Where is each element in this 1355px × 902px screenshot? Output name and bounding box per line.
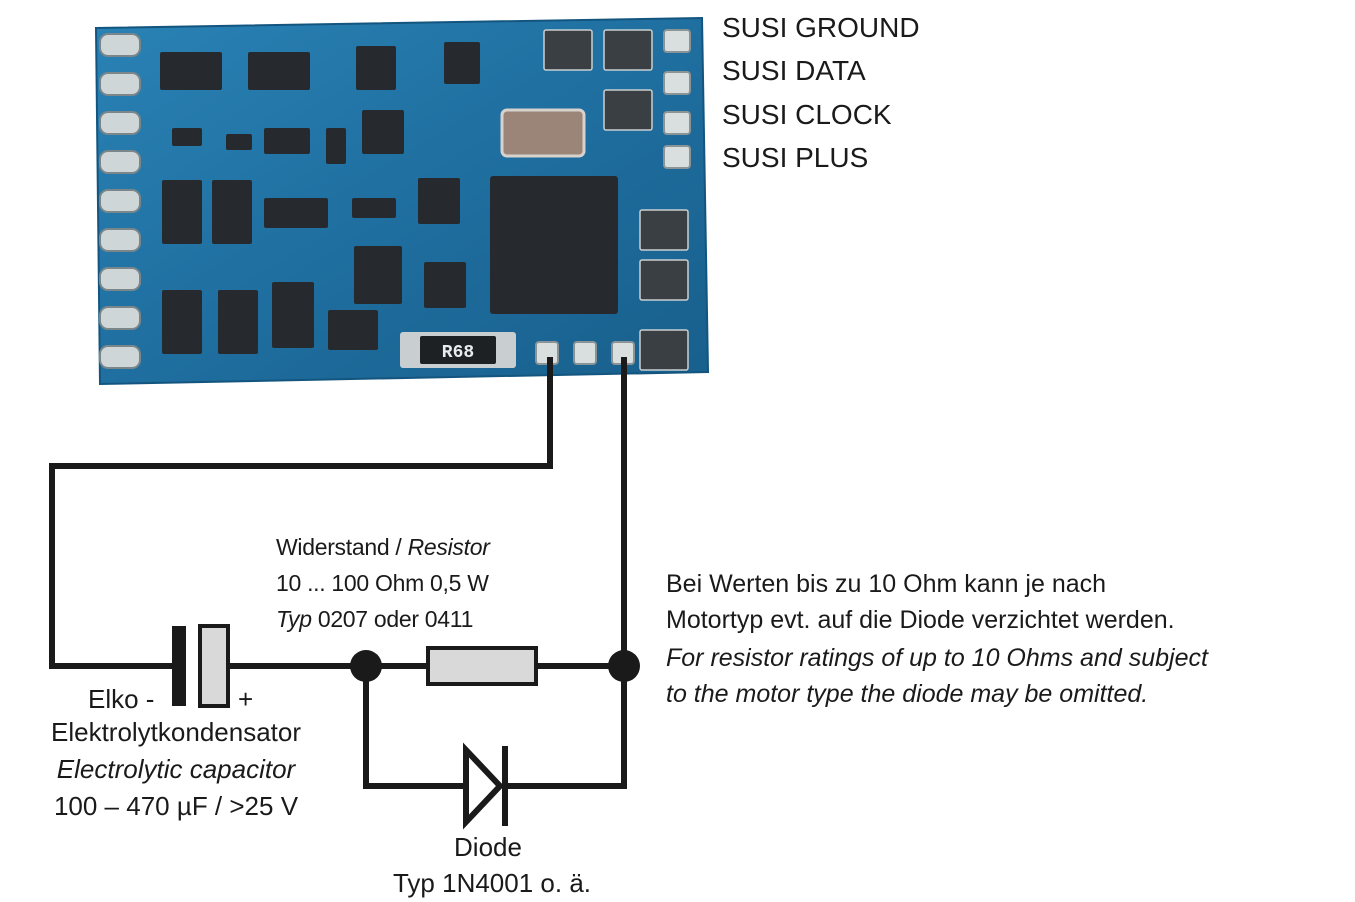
capacitor-name-en: Electrolytic capacitor: [56, 754, 296, 784]
wire-left-loop: [49, 357, 553, 669]
susi-pads: [663, 29, 691, 169]
r68-resistor: R68: [400, 332, 516, 368]
junction-node-left: [350, 650, 382, 682]
r68-marking: R68: [442, 343, 474, 363]
resistor-type-prefix: Typ: [276, 606, 312, 632]
note-de-line2: Motortyp evt. auf die Diode verzichtet w…: [666, 606, 1175, 634]
left-edge-pins: [99, 33, 141, 369]
diode-name: Diode: [454, 832, 522, 862]
resistor-arrays: [543, 29, 689, 371]
wire-diode-return: [503, 663, 627, 789]
capacitor-symbol: [172, 624, 230, 708]
circuit-wires: [49, 357, 627, 789]
resistor-type: Typ 0207 oder 0411: [276, 606, 473, 633]
susi-ground-label: SUSI GROUND: [722, 12, 920, 43]
resistor-title-en: Resistor: [407, 534, 490, 560]
susi-clock-label: SUSI CLOCK: [722, 99, 892, 130]
diode-symbol: [463, 742, 508, 830]
susi-plus-label: SUSI PLUS: [722, 142, 869, 173]
wire-diode-branch: [363, 663, 469, 789]
note-en-line1: For resistor ratings of up to 10 Ohms an…: [666, 644, 1208, 672]
resistor-title-de: Widerstand /: [276, 534, 402, 560]
junction-node-right: [608, 650, 640, 682]
ceramic-capacitor: [500, 108, 586, 158]
resistor-symbol: [426, 646, 538, 686]
note-en-line2: to the motor type the diode may be omitt…: [666, 680, 1149, 708]
resistor-value: 10 ... 100 Ohm 0,5 W: [276, 570, 489, 596]
resistor-title: Widerstand / Resistor: [276, 534, 490, 561]
decoder-pcb: R68: [94, 16, 710, 386]
elko-minus-label: Elko -: [88, 684, 155, 714]
resistor-type-value: 0207 oder 0411: [317, 606, 474, 632]
note-de-line1: Bei Werten bis zu 10 Ohm kann je nach: [666, 570, 1107, 598]
susi-data-label: SUSI DATA: [722, 55, 866, 86]
smd-components: [160, 42, 618, 354]
elko-plus-label: +: [238, 684, 254, 714]
diode-type: Typ 1N4001 o. ä.: [392, 868, 592, 898]
capacitor-name-de: Elektrolytkondensator: [50, 717, 302, 747]
capacitor-rating: 100 – 470 µF / >25 V: [53, 791, 299, 821]
